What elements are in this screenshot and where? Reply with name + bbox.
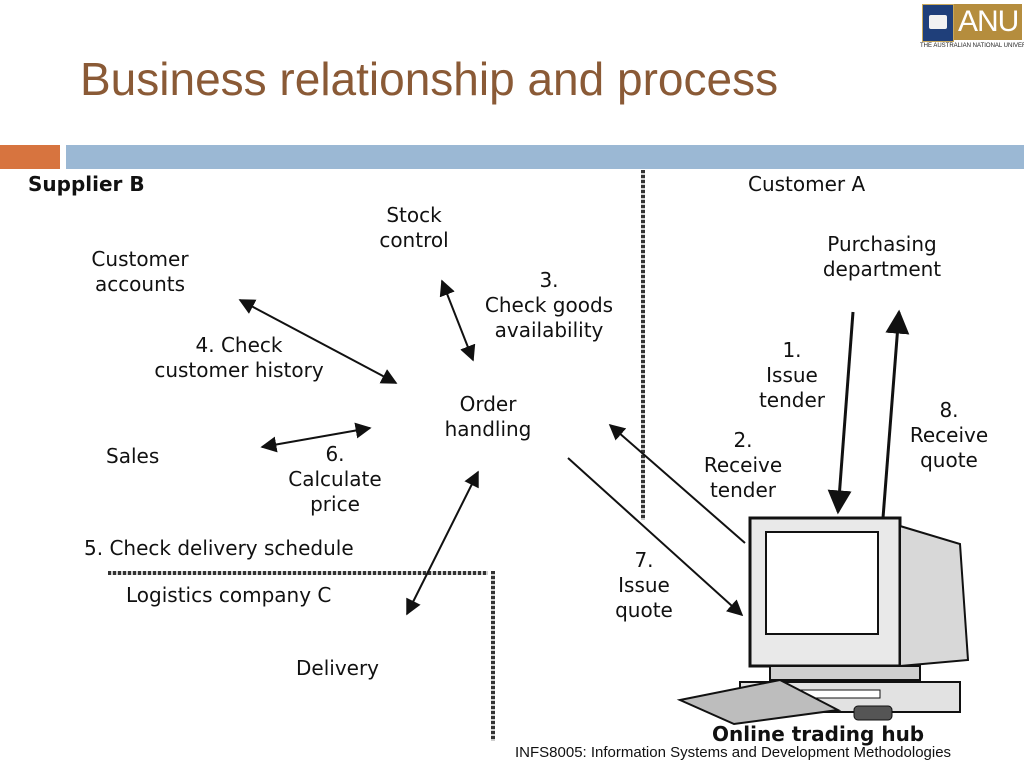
divider-customer	[641, 170, 645, 520]
label-step-5: 5. Check delivery schedule	[84, 536, 354, 560]
accent-bar-blue	[66, 145, 1024, 169]
arrow-issue-tender	[827, 311, 855, 515]
arrow-receive-quote	[881, 309, 910, 519]
label-customer-a: Customer A	[748, 172, 866, 196]
label-step-2: 2. Receive tender	[703, 428, 783, 502]
label-logistics-company: Logistics company C	[126, 583, 332, 607]
label-purchasing-department: Purchasing department	[822, 232, 942, 281]
label-online-trading-hub: Online trading hub	[712, 722, 925, 746]
arrow-issue-quote	[567, 457, 744, 617]
logo-box	[954, 4, 1022, 40]
label-customer-accounts: Customer accounts	[91, 247, 189, 296]
logo-text: ANU	[958, 5, 1019, 38]
label-step-4: 4. Check customer history	[154, 333, 324, 382]
slide-title: Business relationship and process	[80, 53, 779, 105]
label-step-8: 8. Receive quote	[909, 398, 989, 472]
computer-icon	[676, 516, 970, 726]
label-supplier-b: Supplier B	[28, 172, 145, 196]
arrow-goods-availability	[439, 279, 476, 362]
label-order-handling: Order handling	[444, 392, 532, 441]
arrow-customer-history	[238, 299, 398, 384]
anu-logo: ANU THE AUSTRALIAN NATIONAL UNIVERSITY	[920, 2, 1024, 52]
label-step-7: 7. Issue quote	[615, 548, 673, 622]
arrow-delivery-schedule	[406, 470, 479, 616]
label-step-6: 6. Calculate price	[288, 442, 382, 516]
label-delivery: Delivery	[296, 656, 380, 680]
logo-subtitle: THE AUSTRALIAN NATIONAL UNIVERSITY	[920, 43, 1024, 49]
divider-logistics	[108, 571, 488, 575]
arrow-calculate-price	[260, 422, 372, 453]
label-step-1: 1. Issue tender	[758, 338, 826, 412]
slide-footer: INFS8005: Information Systems and Develo…	[515, 744, 952, 761]
arrow-receive-tender	[608, 423, 746, 544]
label-stock-control: Stock control	[379, 203, 449, 252]
label-sales: Sales	[106, 444, 160, 468]
crest-icon	[922, 4, 954, 42]
divider-logistics-vertical	[491, 571, 495, 741]
label-step-3: 3. Check goods availability	[484, 268, 614, 342]
accent-bar-orange	[0, 145, 60, 169]
